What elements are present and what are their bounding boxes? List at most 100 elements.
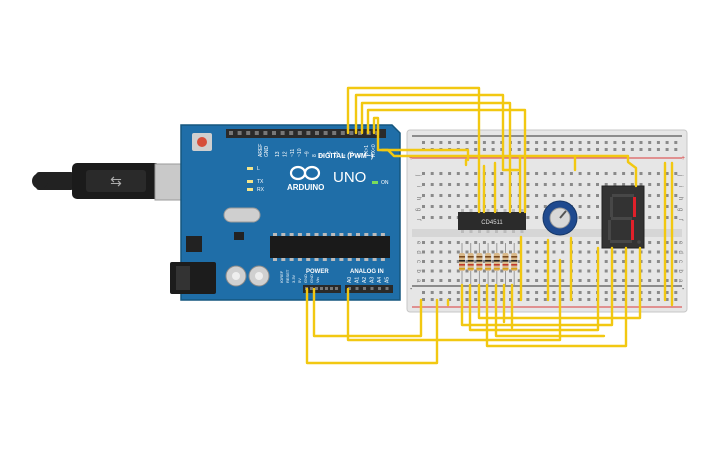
- rail-hole[interactable]: [509, 298, 512, 301]
- breadboard-hole[interactable]: [622, 279, 626, 282]
- rail-hole[interactable]: [630, 141, 634, 144]
- rail-hole[interactable]: [500, 291, 504, 294]
- breadboard-hole[interactable]: [561, 241, 565, 244]
- breadboard-hole[interactable]: [430, 269, 434, 273]
- breadboard-hole[interactable]: [474, 279, 478, 282]
- rail-hole[interactable]: [430, 291, 434, 294]
- breadboard-hole[interactable]: [474, 194, 478, 197]
- breadboard-hole[interactable]: [535, 172, 539, 175]
- breadboard-hole[interactable]: [552, 250, 556, 254]
- rail-hole[interactable]: [535, 298, 539, 301]
- rail-hole[interactable]: [517, 291, 521, 294]
- breadboard-hole[interactable]: [656, 172, 660, 175]
- rail-hole[interactable]: [665, 141, 669, 144]
- jumper-wire[interactable]: [346, 86, 481, 214]
- breadboard-hole[interactable]: [465, 250, 469, 254]
- rail-hole[interactable]: [578, 291, 582, 294]
- rail-hole[interactable]: [648, 298, 652, 301]
- breadboard-hole[interactable]: [578, 172, 582, 175]
- breadboard-hole[interactable]: [543, 183, 547, 186]
- breadboard-hole[interactable]: [430, 183, 434, 186]
- breadboard-hole[interactable]: [491, 194, 495, 197]
- rail-hole[interactable]: [604, 298, 608, 301]
- breadboard-hole[interactable]: [430, 279, 434, 282]
- breadboard-hole[interactable]: [474, 205, 478, 208]
- rail-hole[interactable]: [439, 291, 443, 294]
- breadboard-hole[interactable]: [648, 269, 652, 273]
- rail-hole[interactable]: [578, 298, 582, 301]
- jumper-wire[interactable]: [354, 93, 520, 172]
- breadboard-hole[interactable]: [596, 205, 599, 208]
- jumper-wire[interactable]: [366, 108, 527, 214]
- breadboard-hole[interactable]: [587, 269, 591, 273]
- rail-hole[interactable]: [674, 148, 678, 151]
- rail-hole[interactable]: [456, 141, 460, 144]
- breadboard-hole[interactable]: [596, 216, 599, 219]
- breadboard-hole[interactable]: [456, 260, 460, 263]
- breadboard-hole[interactable]: [578, 269, 582, 273]
- breadboard-hole[interactable]: [578, 260, 582, 263]
- power-header-hole[interactable]: [325, 287, 328, 290]
- rail-hole[interactable]: [526, 291, 530, 294]
- rail-hole[interactable]: [474, 291, 478, 294]
- rail-hole[interactable]: [448, 141, 452, 144]
- breadboard-hole[interactable]: [552, 172, 556, 175]
- breadboard-hole[interactable]: [526, 216, 530, 219]
- breadboard-hole[interactable]: [665, 183, 669, 186]
- jumper-wire[interactable]: [494, 283, 606, 338]
- breadboard-hole[interactable]: [439, 269, 443, 273]
- rail-hole[interactable]: [630, 291, 634, 294]
- jumper-wire[interactable]: [346, 258, 562, 342]
- rail-hole[interactable]: [456, 291, 460, 294]
- rail-hole[interactable]: [491, 298, 495, 301]
- rail-hole[interactable]: [535, 291, 539, 294]
- rail-hole[interactable]: [622, 291, 626, 294]
- rail-hole[interactable]: [561, 291, 565, 294]
- breadboard-hole[interactable]: [674, 241, 678, 244]
- breadboard-hole[interactable]: [604, 279, 608, 282]
- breadboard-hole[interactable]: [500, 269, 504, 273]
- rail-hole[interactable]: [578, 141, 582, 144]
- rail-hole[interactable]: [656, 148, 660, 151]
- breadboard-hole[interactable]: [648, 194, 652, 197]
- analog-header-hole[interactable]: [348, 287, 351, 290]
- rail-hole[interactable]: [456, 298, 460, 301]
- breadboard-hole[interactable]: [561, 194, 565, 197]
- breadboard-hole[interactable]: [543, 172, 547, 175]
- breadboard-hole[interactable]: [569, 183, 573, 186]
- breadboard-hole[interactable]: [439, 260, 443, 263]
- breadboard-hole[interactable]: [526, 183, 530, 186]
- rail-hole[interactable]: [491, 148, 495, 151]
- breadboard-hole[interactable]: [596, 194, 599, 197]
- analog-header-hole[interactable]: [355, 287, 359, 290]
- rail-hole[interactable]: [630, 148, 634, 151]
- breadboard-hole[interactable]: [665, 250, 669, 254]
- breadboard-hole[interactable]: [535, 250, 539, 254]
- breadboard-hole[interactable]: [422, 194, 425, 197]
- breadboard-hole[interactable]: [656, 250, 660, 254]
- rail-hole[interactable]: [639, 141, 643, 144]
- rail-hole[interactable]: [474, 141, 478, 144]
- rail-hole[interactable]: [648, 141, 652, 144]
- breadboard-hole[interactable]: [422, 183, 425, 186]
- breadboard-hole[interactable]: [422, 172, 425, 175]
- breadboard-hole[interactable]: [500, 260, 504, 263]
- jumper-wire[interactable]: [372, 116, 470, 162]
- rail-hole[interactable]: [552, 148, 556, 151]
- rail-hole[interactable]: [604, 291, 608, 294]
- rail-hole[interactable]: [569, 148, 573, 151]
- breadboard-hole[interactable]: [674, 250, 678, 254]
- breadboard-hole[interactable]: [604, 183, 608, 186]
- rail-hole[interactable]: [543, 141, 547, 144]
- breadboard-hole[interactable]: [656, 183, 660, 186]
- breadboard-hole[interactable]: [456, 183, 460, 186]
- jumper-wire[interactable]: [468, 246, 600, 332]
- jumper-wire[interactable]: [305, 287, 439, 365]
- breadboard-hole[interactable]: [465, 241, 469, 244]
- digital-header-hole[interactable]: [306, 131, 311, 135]
- breadboard-hole[interactable]: [448, 183, 452, 186]
- rail-hole[interactable]: [439, 298, 443, 301]
- breadboard-hole[interactable]: [648, 172, 652, 175]
- breadboard-hole[interactable]: [596, 241, 599, 244]
- breadboard-hole[interactable]: [448, 241, 452, 244]
